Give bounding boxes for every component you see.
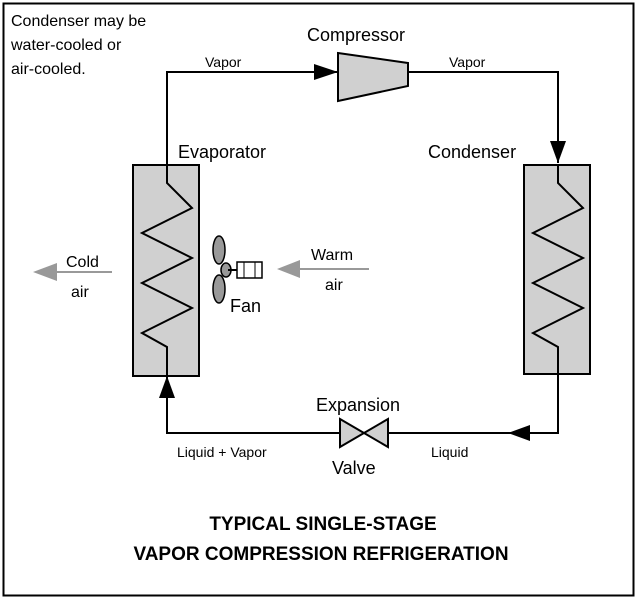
liquid-label: Liquid [431, 444, 468, 460]
evaporator-label: Evaporator [178, 142, 266, 162]
fan-label: Fan [230, 296, 261, 316]
expansion-valve-symbol [339, 417, 389, 449]
compressor-symbol [337, 51, 409, 103]
condenser-coil [523, 164, 591, 375]
flow-arrow-into-compressor [314, 64, 338, 80]
warm-air-label-line-1: Warm [311, 247, 353, 264]
warm-air-arrow [277, 260, 369, 278]
note-line-3: air-cooled. [11, 61, 86, 78]
cold-air-label-line-2: air [71, 284, 89, 301]
vapor-label-left: Vapor [205, 54, 242, 70]
evaporator-coil [132, 164, 200, 377]
note-line-1: Condenser may be [11, 13, 146, 30]
flow-arrow-into-evaporator [159, 376, 175, 398]
title-line-2: VAPOR COMPRESSION REFRIGERATION [133, 544, 508, 565]
flow-arrow-liquid-line [508, 425, 530, 441]
vapor-label-right: Vapor [449, 54, 486, 70]
valve-label: Valve [332, 458, 376, 478]
liquid-vapor-label: Liquid + Vapor [177, 444, 267, 460]
flow-arrow-into-condenser [550, 141, 566, 163]
cold-air-arrow [33, 263, 112, 281]
condenser-label: Condenser [428, 142, 516, 162]
diagram-frame [2, 2, 635, 597]
warm-air-label-line-2: air [325, 277, 343, 294]
expansion-label: Expansion [316, 395, 400, 415]
compressor-label: Compressor [307, 25, 405, 45]
title-line-1: TYPICAL SINGLE-STAGE [209, 514, 436, 535]
fan-symbol [212, 235, 263, 304]
note-line-2: water-cooled or [10, 37, 122, 54]
cold-air-label-line-1: Cold [66, 254, 99, 271]
